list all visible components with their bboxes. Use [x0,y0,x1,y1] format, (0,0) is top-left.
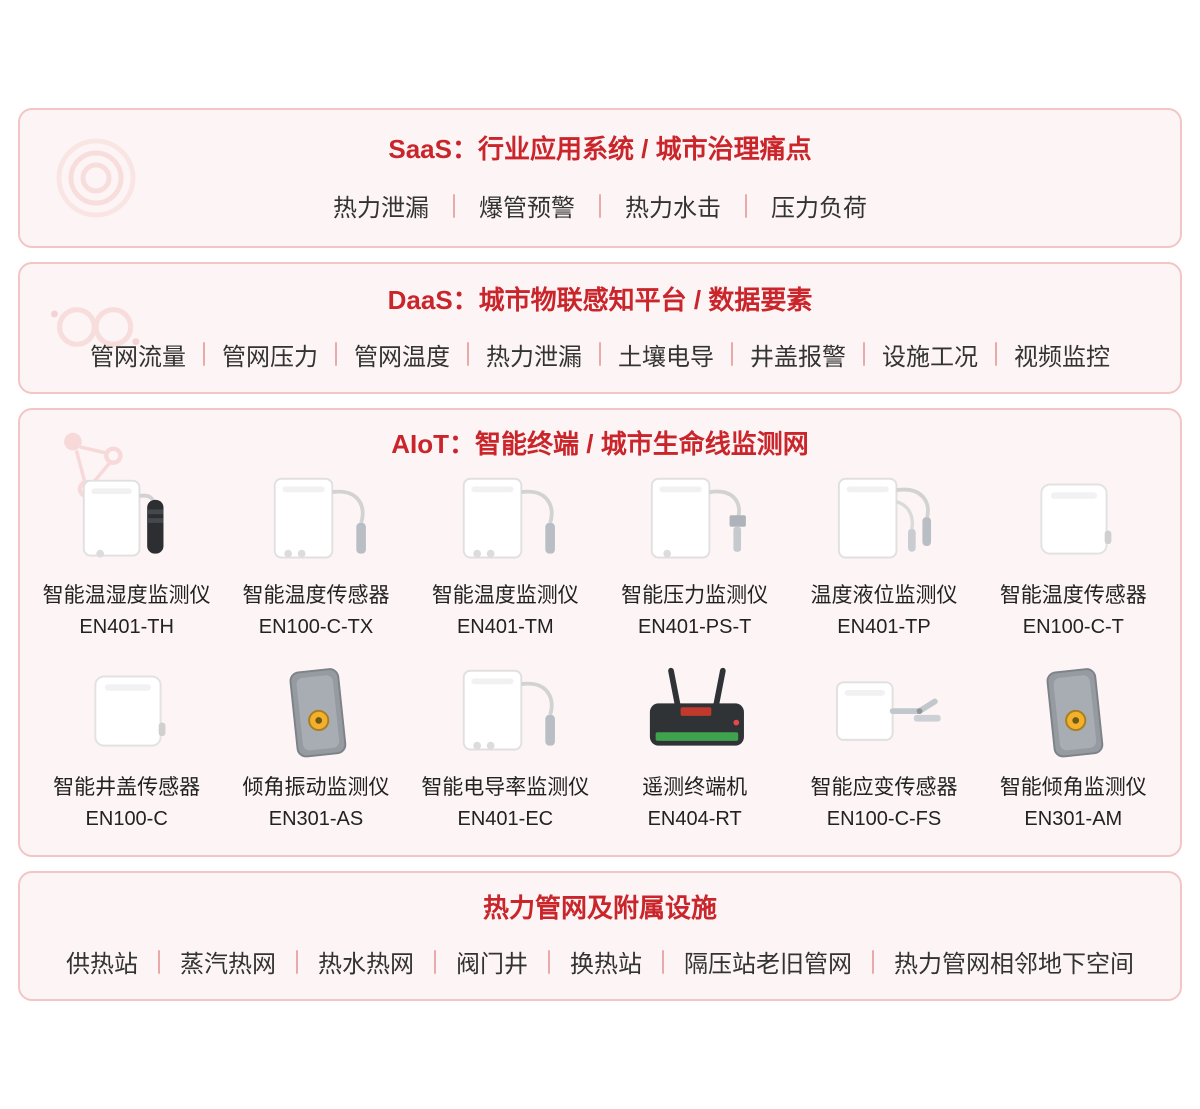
product-model: EN100-C-FS [826,807,942,830]
product-model: EN100-C-T [1022,615,1124,638]
product-name: 智能温度传感器 [242,583,390,607]
product-en401-th: 智能温湿度监测仪 EN401-TH [32,473,221,639]
separator-bar [662,949,664,974]
product-model: EN401-TH [79,615,174,638]
saas-item: 热力泄漏 [333,195,429,223]
separator-bar [434,949,436,974]
temp-sensor-flat-device-image [979,473,1168,569]
product-en401-ps-t: 智能压力监测仪 EN401-PS-T [600,473,789,639]
product-en301-am: 智能倾角监测仪 EN301-AM [979,665,1168,831]
product-en301-as: 倾角振动监测仪 EN301-AS [221,665,410,831]
section-daas: DaaS：城市物联感知平台 / 数据要素 管网流量 管网压力 管网温度 热力泄漏… [18,262,1182,394]
tilt-vibration-device-image [221,665,410,761]
product-en401-ec: 智能电导率监测仪 EN401-EC [411,665,600,831]
infra-section-title: 热力管网及附属设施 [482,893,717,923]
product-name: 智能压力监测仪 [621,583,769,607]
separator-bar [453,193,455,218]
product-en401-tp: 温度液位监测仪 EN401-TP [789,473,978,639]
product-name: 智能应变传感器 [810,775,958,799]
product-name: 智能电导率监测仪 [421,775,590,799]
separator-bar [158,949,160,974]
product-en100-c-fs: 智能应变传感器 EN100-C-FS [789,665,978,831]
separator-bar [995,342,997,367]
product-model: EN401-TM [456,615,554,638]
separator-bar [872,949,874,974]
separator-bar [599,193,601,218]
product-grid: 智能温湿度监测仪 EN401-TH 智能温度传感器 EN100-C-TX 智能温… [26,465,1174,845]
pressure-monitor-device-image [600,473,789,569]
product-model: EN301-AS [268,807,364,830]
product-en100-c: 智能井盖传感器 EN100-C [32,665,221,831]
daas-item: 热力泄漏 [486,343,582,371]
product-name: 智能井盖传感器 [53,775,201,799]
daas-item: 管网温度 [354,343,450,371]
product-name: 智能温度监测仪 [431,583,579,607]
saas-item: 压力负荷 [771,195,867,223]
product-model: EN404-RT [647,807,742,830]
product-name: 智能温度传感器 [999,583,1147,607]
product-en100-c-t: 智能温度传感器 EN100-C-T [979,473,1168,639]
product-model: EN100-C [85,807,168,830]
daas-item: 设施工况 [882,343,978,371]
daas-item: 井盖报警 [750,343,846,371]
product-en100-c-tx: 智能温度传感器 EN100-C-TX [221,473,410,639]
product-en404-rt: 遥测终端机 EN404-RT [600,665,789,831]
infographic-page: SaaS：行业应用系统 / 城市治理痛点 热力泄漏 爆管预警 热力水击 压力负荷… [18,108,1182,1001]
saas-item: 爆管预警 [479,195,575,223]
separator-bar [599,342,601,367]
product-name: 遥测终端机 [642,775,748,799]
strain-sensor-device-image [789,665,978,761]
infra-items-row: 供热站 蒸汽热网 热水热网 阀门井 换热站 隔压站老旧管网 热力管网相邻地下空间 [20,944,1180,979]
telemetry-terminal-device-image [600,665,789,761]
infra-item: 阀门井 [456,951,528,978]
infra-item: 换热站 [570,951,642,978]
separator-bar [296,949,298,974]
daas-items-row: 管网流量 管网压力 管网温度 热力泄漏 土壤电导 井盖报警 设施工况 视频监控 [20,337,1180,372]
product-model: EN100-C-TX [258,615,374,638]
temp-monitor-device-image [411,473,600,569]
product-en401-tm: 智能温度监测仪 EN401-TM [411,473,600,639]
separator-bar [863,342,865,367]
separator-bar [335,342,337,367]
separator-bar [731,342,733,367]
separator-bar [467,342,469,367]
temp-level-device-image [789,473,978,569]
product-name: 倾角振动监测仪 [242,775,390,799]
product-model: EN401-TP [837,615,931,638]
product-name: 智能倾角监测仪 [999,775,1147,799]
temp-sensor-device-image [221,473,410,569]
daas-item: 管网流量 [90,343,186,371]
product-model: EN401-EC [457,807,554,830]
product-name: 温度液位监测仪 [810,583,958,607]
conductivity-device-image [411,665,600,761]
infra-item: 热力管网相邻地下空间 [894,951,1134,978]
manhole-sensor-device-image [32,665,221,761]
aiot-section-title: AIoT：智能终端 / 城市生命线监测网 [391,429,809,459]
temp-humidity-device-image [32,473,221,569]
saas-section-title: SaaS：行业应用系统 / 城市治理痛点 [388,133,812,164]
daas-item: 视频监控 [1014,343,1110,371]
product-model: EN401-PS-T [637,615,752,638]
infra-item: 蒸汽热网 [180,951,276,978]
section-aiot: AIoT：智能终端 / 城市生命线监测网 智能温湿度监测仪 EN401-TH 智… [18,408,1182,857]
infra-item: 供热站 [66,951,138,978]
saas-items-row: 热力泄漏 爆管预警 热力水击 压力负荷 [20,188,1180,223]
section-saas: SaaS：行业应用系统 / 城市治理痛点 热力泄漏 爆管预警 热力水击 压力负荷 [18,108,1182,248]
tilt-monitor-device-image [979,665,1168,761]
daas-item: 土壤电导 [618,343,714,371]
infra-item: 隔压站老旧管网 [684,951,852,978]
separator-bar [203,342,205,367]
daas-section-title: DaaS：城市物联感知平台 / 数据要素 [387,285,813,316]
product-model: EN301-AM [1024,807,1123,830]
section-infrastructure: 热力管网及附属设施 供热站 蒸汽热网 热水热网 阀门井 换热站 隔压站老旧管网 … [18,870,1182,1001]
daas-item: 管网压力 [222,343,318,371]
infra-item: 热水热网 [318,951,414,978]
saas-item: 热力水击 [625,195,721,223]
separator-bar [745,193,747,218]
product-name: 智能温湿度监测仪 [42,583,211,607]
separator-bar [548,949,550,974]
